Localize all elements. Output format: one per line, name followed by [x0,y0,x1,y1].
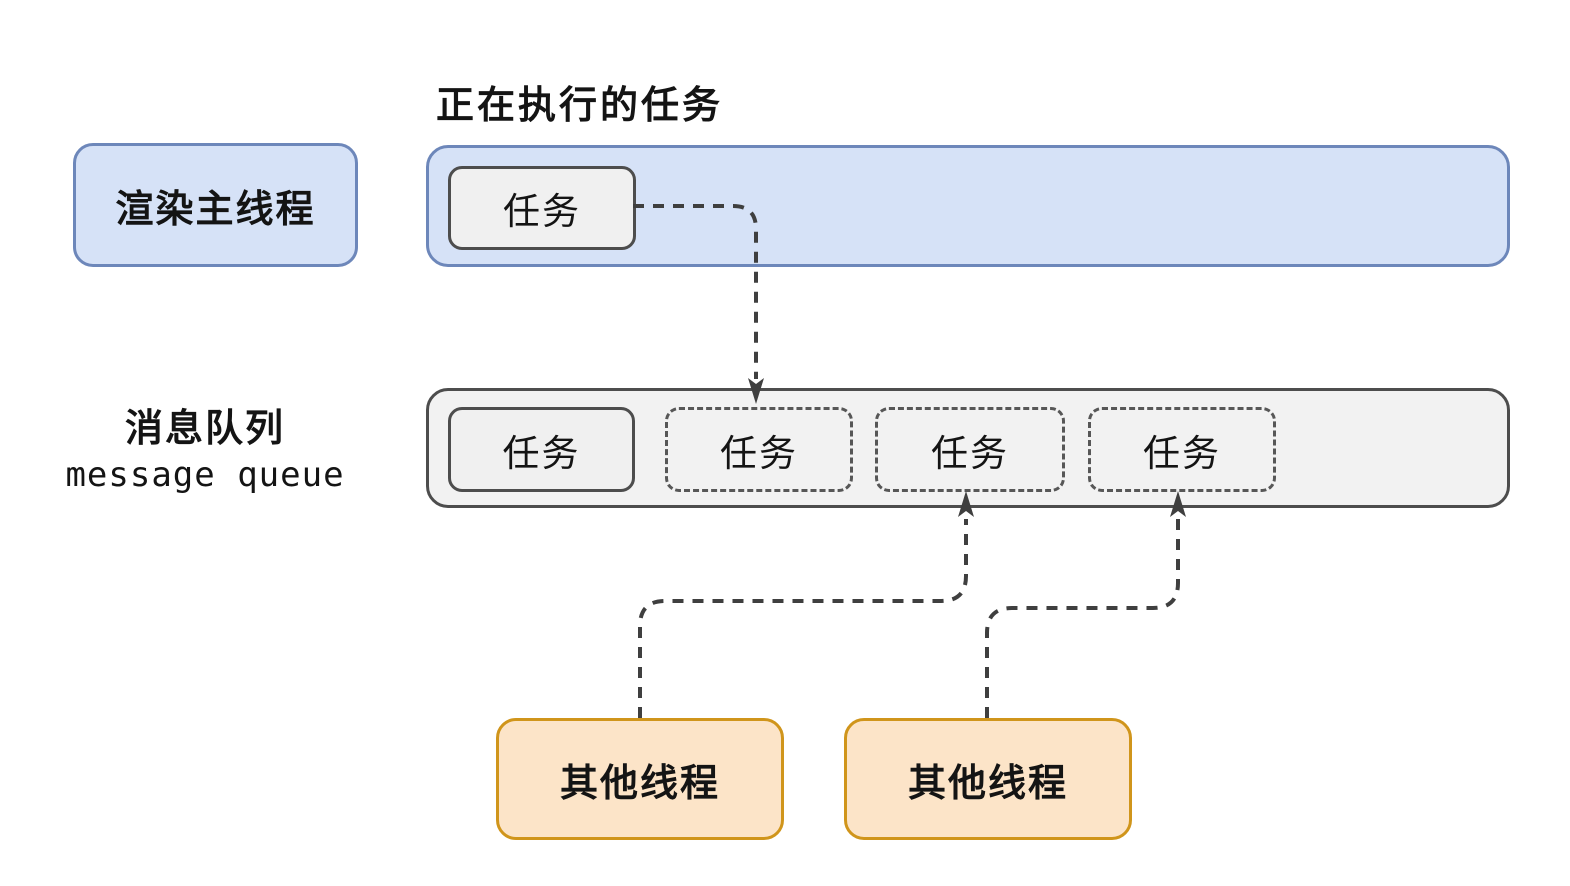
main-thread-track: 任务 [426,145,1510,267]
queue-task-slot-2: 任务 [665,407,853,492]
message-queue-track: 任务 任务 任务 任务 [426,388,1510,508]
other-thread-label-1: 其他线程 [559,762,720,805]
queue-task-label: 任务 [720,432,798,474]
queue-task-label: 任务 [931,432,1009,474]
message-queue-label: 消息队列 message queue [30,406,380,502]
queue-task-slot-4: 任务 [1088,407,1276,492]
message-queue-label-cn: 消息队列 [124,408,285,450]
render-main-thread-box: 渲染主线程 [73,143,358,267]
message-queue-label-en: message queue [65,455,345,495]
queue-task-label: 任务 [1143,432,1221,474]
other-thread-box-1: 其他线程 [496,718,784,840]
queue-task-label: 任务 [502,432,581,474]
render-main-thread-label: 渲染主线程 [115,188,316,231]
running-task-box: 任务 [448,166,636,250]
queue-task-box-1: 任务 [448,407,635,492]
running-task-label: 任务 [503,191,581,232]
other-thread-label-2: 其他线程 [907,762,1068,805]
other-thread-box-2: 其他线程 [844,718,1132,840]
connector-other-thread-1-to-queue [638,519,968,718]
queue-task-slot-3: 任务 [875,407,1065,492]
connector-other-thread-2-to-queue [985,519,1180,718]
running-task-title: 正在执行的任务 [436,85,724,127]
